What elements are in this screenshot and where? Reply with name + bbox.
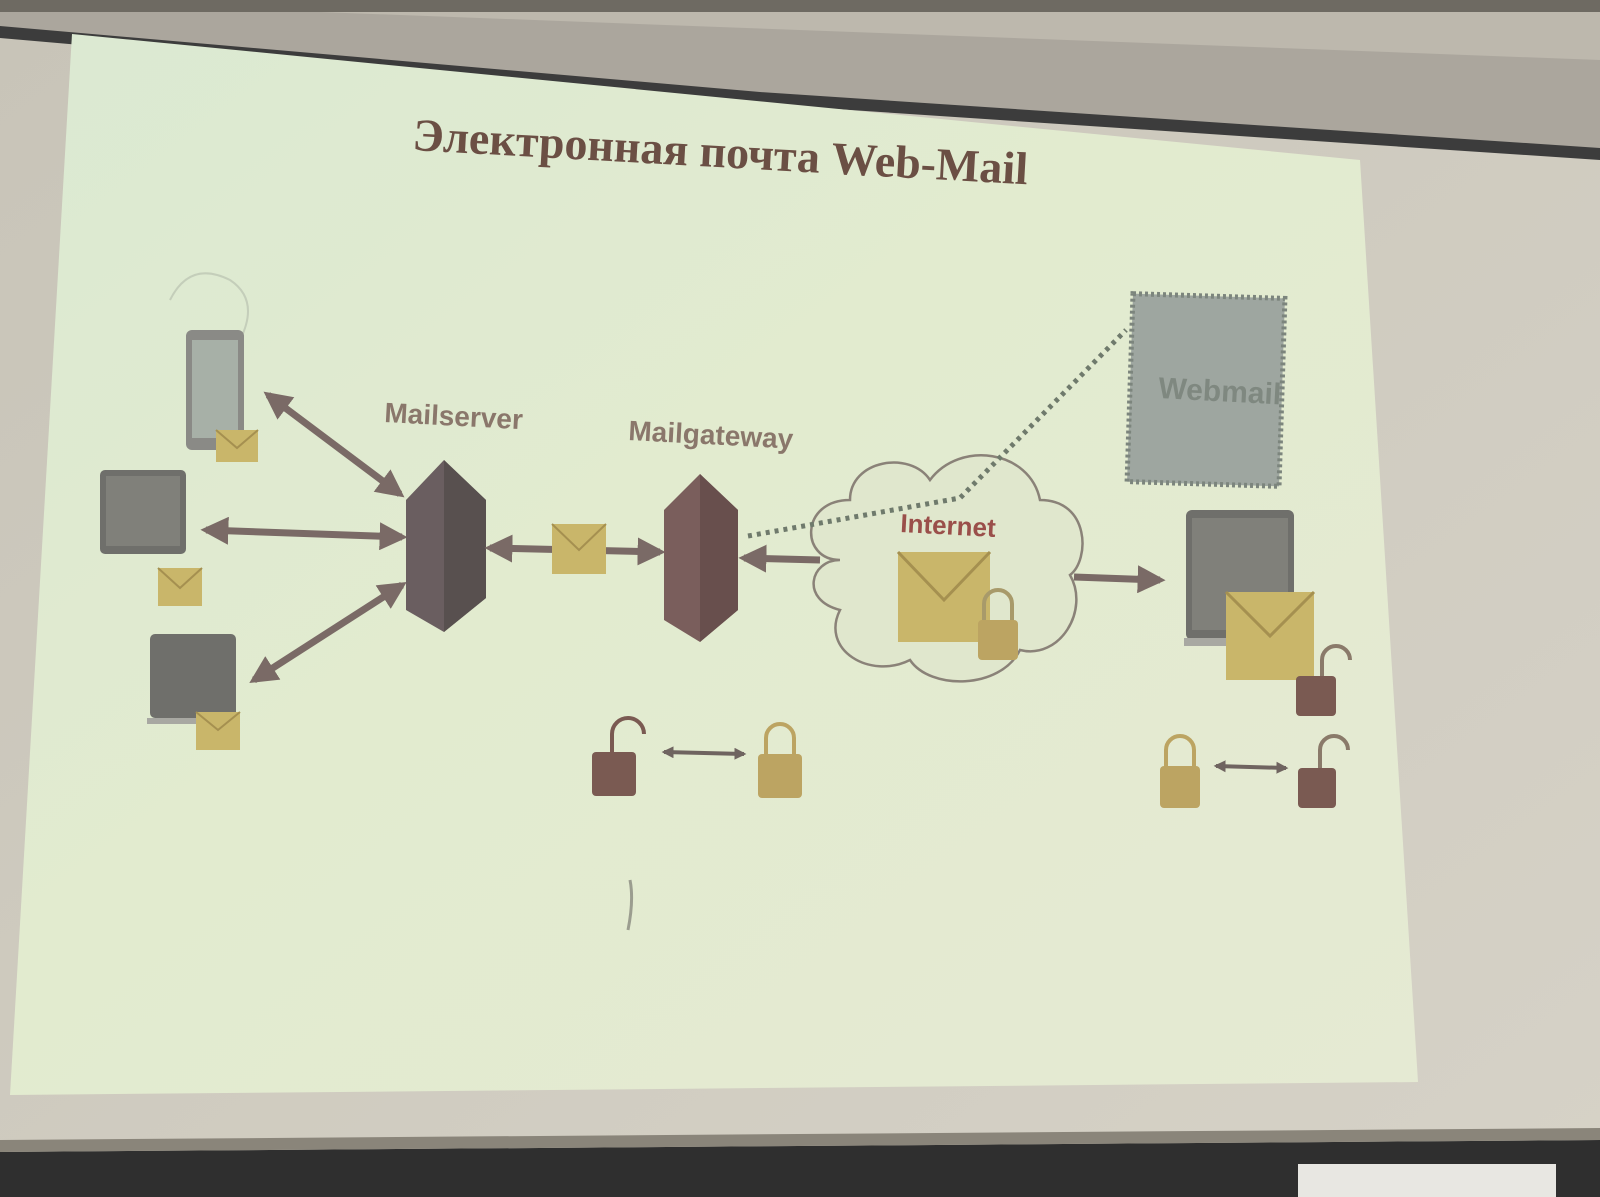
- arrow-internet-client: [1073, 565, 1166, 594]
- envelope-icon: [896, 550, 992, 642]
- envelope-icon: [551, 523, 607, 574]
- double-arrow-keys: [1213, 760, 1289, 774]
- mailserver-icon-side: [444, 460, 486, 632]
- dotted-link-webmail: [747, 328, 1128, 539]
- smartphone-icon: [186, 330, 259, 462]
- mailgateway-icon-side: [700, 474, 738, 642]
- padlock-icon: [978, 588, 1018, 660]
- top-frame-edge: [0, 26, 1600, 160]
- laptop-icon: [147, 634, 241, 750]
- top-frame-dark-bar: [0, 0, 1600, 12]
- top-frame-rail: [0, 0, 1600, 150]
- bottom-frame: [0, 1140, 1600, 1197]
- mailserver-label: Mailserver: [384, 397, 524, 435]
- arrow-desktop-mailserver: [200, 516, 408, 551]
- webmail-box: [1124, 291, 1288, 489]
- padlock-icon: [1296, 644, 1352, 716]
- bottom-right-card: [1298, 1164, 1556, 1197]
- arrow-internet-mailgateway: [738, 544, 821, 573]
- padlock-icon: [1160, 734, 1200, 808]
- arrow-phone-mailserver: [263, 391, 405, 498]
- double-arrow-keys: [661, 746, 747, 760]
- padlock-icon: [1298, 734, 1350, 808]
- bottom-frame-edge: [0, 1128, 1600, 1152]
- webmail-label: Webmail: [1158, 372, 1282, 411]
- faint-scribble: [169, 272, 249, 341]
- padlock-icon: [592, 716, 646, 796]
- padlock-icon: [758, 722, 802, 798]
- desktop-computer-icon: [100, 470, 203, 606]
- internet-label: Internet: [900, 508, 997, 543]
- envelope-icon: [1224, 590, 1316, 680]
- faint-scribble-2: [626, 879, 634, 931]
- arrow-laptop-mailserver: [249, 581, 407, 684]
